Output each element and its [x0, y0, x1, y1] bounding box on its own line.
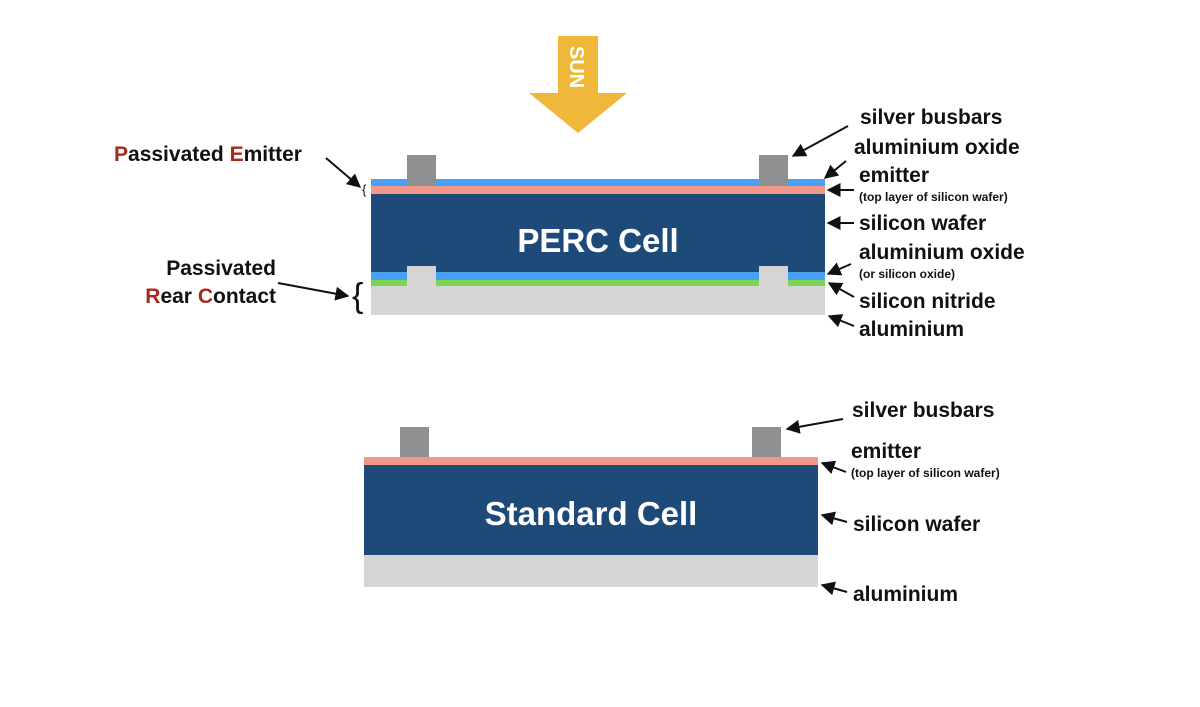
perc-silver-busbars-arrow-icon: [791, 125, 849, 157]
standard-emitter-layer: [364, 457, 818, 465]
accent-letter: C: [198, 285, 213, 308]
standard-cell-title: Standard Cell: [485, 495, 698, 532]
perc-aluminium-oxide-rear-label: aluminium oxide: [859, 241, 1025, 264]
standard-busbar-right: [752, 427, 781, 457]
standard-busbar-left: [400, 427, 429, 457]
passivated-rear-contact-line1: Passivated: [166, 257, 276, 280]
perc-aluminium-oxide-top-arrow-icon: [823, 160, 847, 179]
passivated-emitter-arrow-icon: [325, 157, 362, 188]
perc-emitter-note: (top layer of silicon wafer): [859, 190, 1008, 204]
standard-silver-busbars-arrow-icon: [785, 418, 844, 434]
perc-cell: PERC Cell: [371, 155, 825, 315]
perc-busbar-right: [759, 155, 788, 186]
perc-silicon-nitride-arrow-icon: [827, 282, 855, 298]
passivated-rear-contact-brace: {: [352, 277, 363, 315]
perc-silicon-wafer: [371, 194, 825, 272]
perc-aluminium-label: aluminium: [859, 318, 964, 341]
passivated-emitter-brace: {: [362, 182, 367, 197]
sun-arrow-icon: SUN: [529, 36, 627, 133]
perc-rear-aluminium-oxide-layer: [371, 272, 825, 280]
standard-cell: Standard Cell: [364, 427, 818, 587]
accent-letter: E: [230, 143, 244, 166]
perc-aluminium-layer: [371, 285, 825, 315]
perc-cell-title: PERC Cell: [517, 222, 678, 259]
perc-aluminium-oxide-top-label: aluminium oxide: [854, 136, 1020, 159]
standard-silicon-wafer-arrow-icon: [820, 511, 848, 526]
standard-aluminium-label: aluminium: [853, 583, 958, 606]
perc-emitter-label: emitter: [859, 164, 929, 187]
standard-silver-busbars-label: silver busbars: [852, 399, 994, 422]
standard-silicon-wafer-label: silicon wafer: [853, 513, 980, 536]
standard-aluminium-arrow-icon: [820, 581, 848, 596]
standard-silicon-wafer: [364, 464, 818, 555]
perc-silicon-nitride-label: silicon nitride: [859, 290, 996, 313]
perc-aluminium-arrow-icon: [827, 314, 855, 328]
accent-letter: R: [145, 285, 160, 308]
perc-busbar-left: [407, 155, 436, 186]
passivated-rear-contact-line2: Rear Contact: [145, 285, 276, 308]
perc-rear-contact-right: [759, 266, 788, 286]
standard-aluminium-layer: [364, 555, 818, 587]
standard-emitter-arrow-icon: [820, 460, 847, 474]
passivated-emitter-label: Passivated Emitter: [114, 143, 302, 166]
perc-aluminium-oxide-rear-arrow-icon: [826, 262, 852, 276]
perc-silicon-nitride-layer: [371, 280, 825, 286]
perc-aluminium-oxide-rear-note: (or silicon oxide): [859, 267, 955, 281]
accent-letter: P: [114, 143, 128, 166]
standard-emitter-label: emitter: [851, 440, 921, 463]
passivated-rear-contact-arrow-icon: [277, 282, 350, 301]
sun-label: SUN: [565, 46, 587, 88]
perc-rear-contact-left: [407, 266, 436, 286]
sun-arrow-shape: [529, 36, 627, 133]
perc-silver-busbars-label: silver busbars: [860, 106, 1002, 129]
perc-top-aluminium-oxide-layer: [371, 179, 825, 186]
perc-emitter-layer: [371, 186, 825, 194]
perc-silicon-wafer-label: silicon wafer: [859, 212, 986, 235]
standard-emitter-note: (top layer of silicon wafer): [851, 466, 1000, 480]
